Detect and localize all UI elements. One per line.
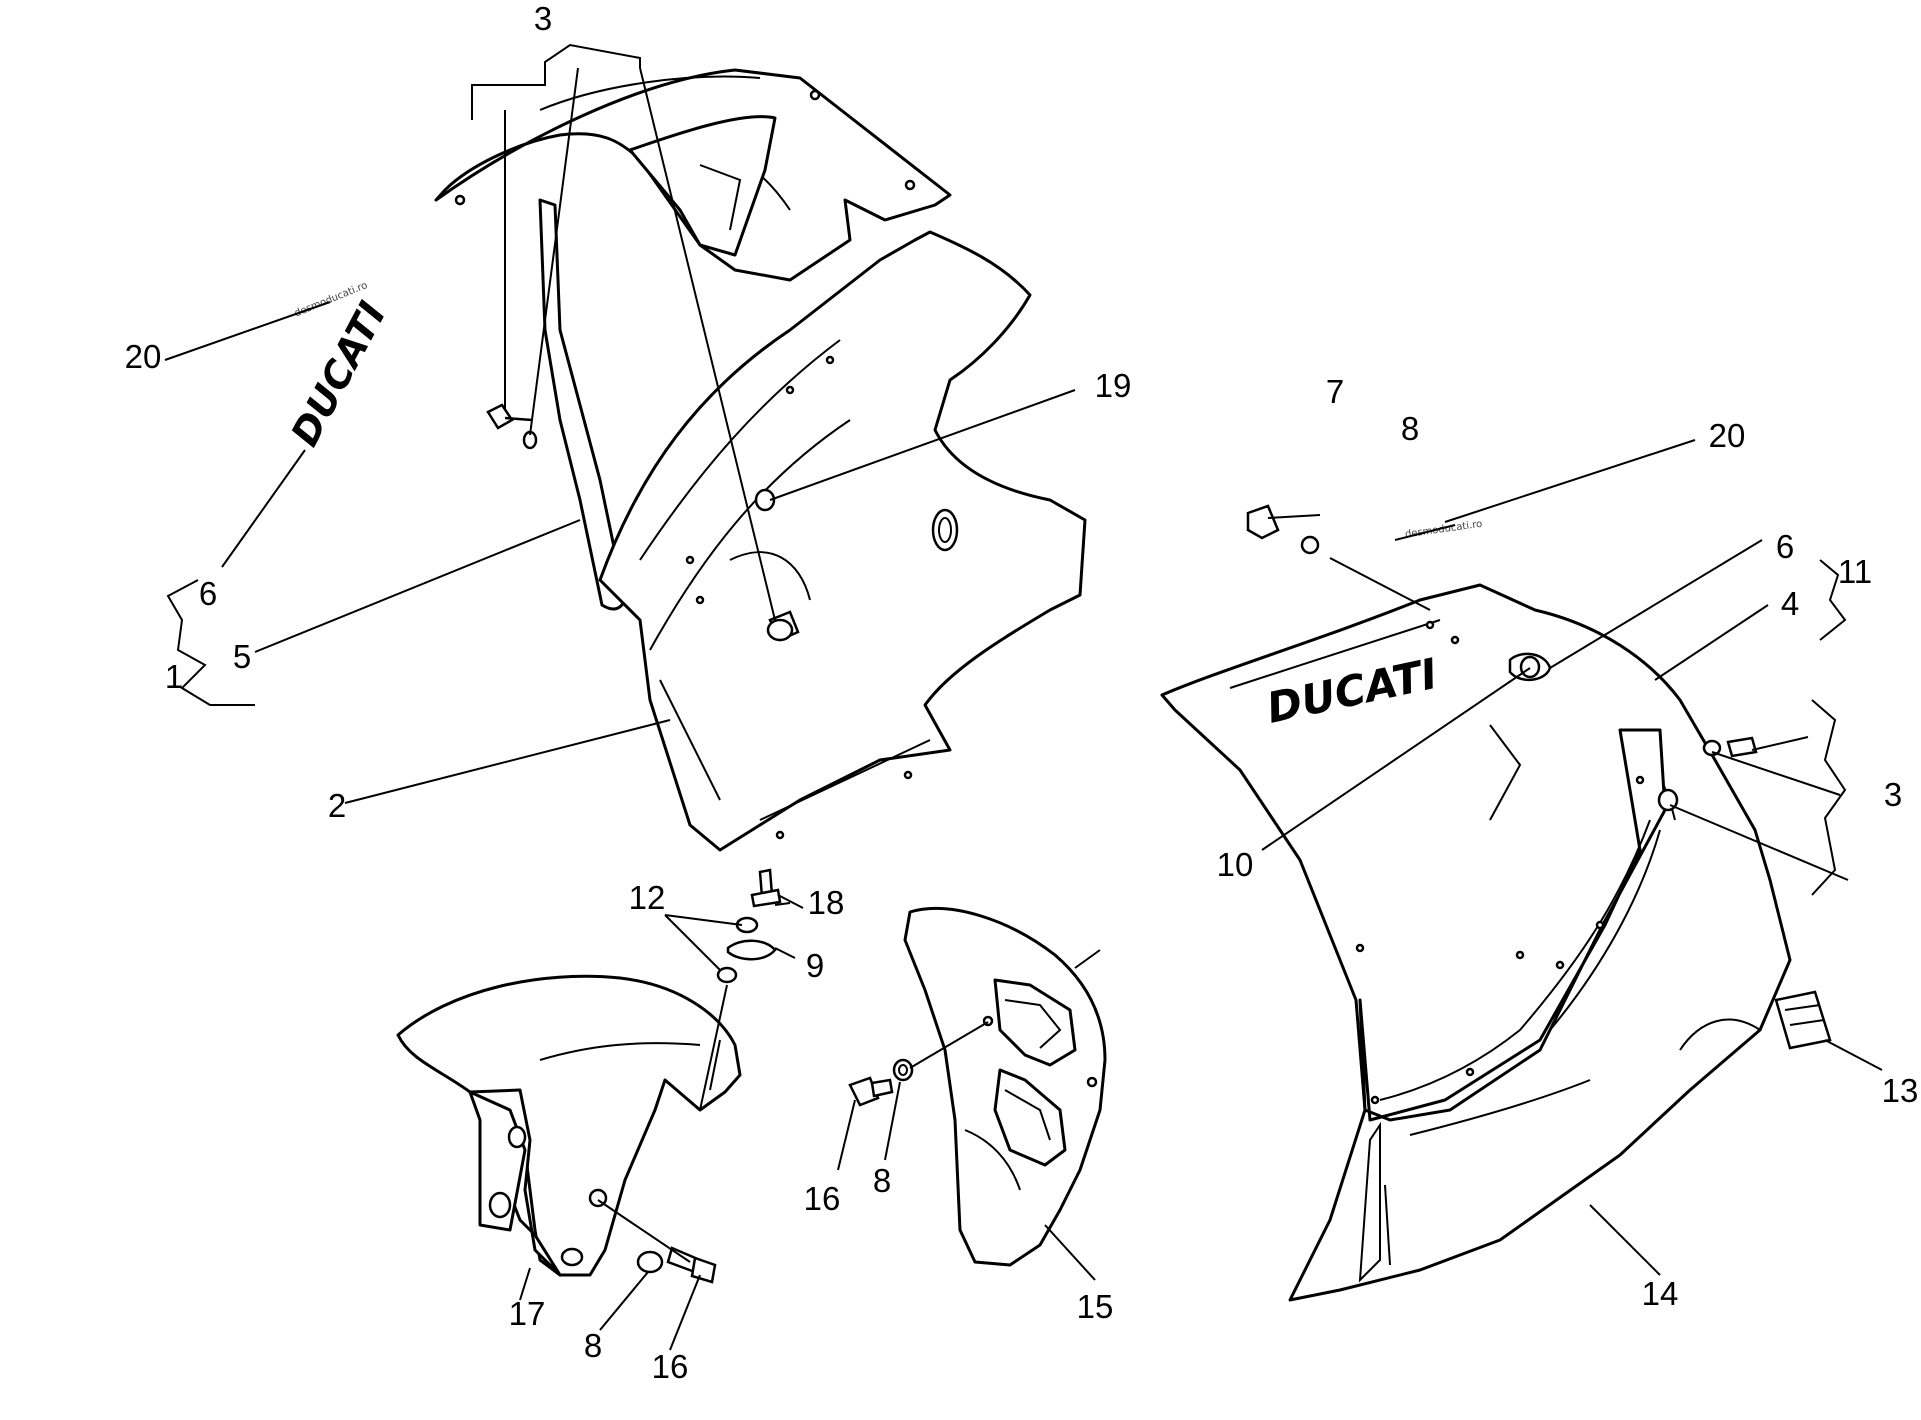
mirror-stay-rod [538,198,627,611]
leaders-mudguard [519,894,804,1351]
leaders-right [1261,439,1883,1276]
callout-9: 9 [806,947,824,984]
callout-15: 15 [1077,1288,1114,1325]
callout-7: 7 [1326,373,1344,410]
callout-16-bottom: 16 [652,1348,689,1385]
callout-8-top: 8 [1401,410,1419,447]
callout-18: 18 [808,884,845,921]
callout-20-right: 20 [1709,417,1746,454]
leaders-lower-panel [837,1021,1096,1281]
callout-8-bottom: 8 [584,1327,602,1364]
callout-11: 11 [1838,553,1872,590]
callout-1: 1 [165,658,183,695]
lower-panel-hardware [848,1058,914,1107]
callout-13: 13 [1882,1072,1919,1109]
watermark-right: desmoducati.ro [1404,519,1483,541]
watermark-right-text: desmoducati.ro [1404,519,1483,541]
lower-fairing-right [1160,583,1792,1302]
callout-17: 17 [509,1295,546,1332]
front-mudguard [396,974,742,1277]
mudguard-hardware [636,868,782,1284]
callout-6-right: 6 [1776,528,1794,565]
callout-10: 10 [1217,846,1254,883]
callout-16-mid: 16 [804,1180,841,1217]
callout-12: 12 [629,879,666,916]
upper-fairing-side-panel [598,230,1087,852]
lower-side-panel [903,907,1107,1267]
upper-fairing-top [434,68,952,282]
callout-14: 14 [1642,1275,1679,1312]
callout-8-mid: 8 [873,1162,891,1199]
callout-numbers: 3 20 6 5 1 2 19 7 8 20 6 11 4 10 3 12 18… [125,0,1919,1385]
callout-3-right: 3 [1884,776,1902,813]
callout-3-top: 3 [534,0,552,37]
callout-19: 19 [1095,367,1132,404]
callout-6-left: 6 [199,575,217,612]
callout-20-left: 20 [125,338,162,375]
leaders-upper-left [164,43,1076,804]
callout-4: 4 [1781,585,1799,622]
callout-2: 2 [328,787,346,824]
callout-5: 5 [233,638,251,675]
right-hardware [1246,504,1832,1050]
